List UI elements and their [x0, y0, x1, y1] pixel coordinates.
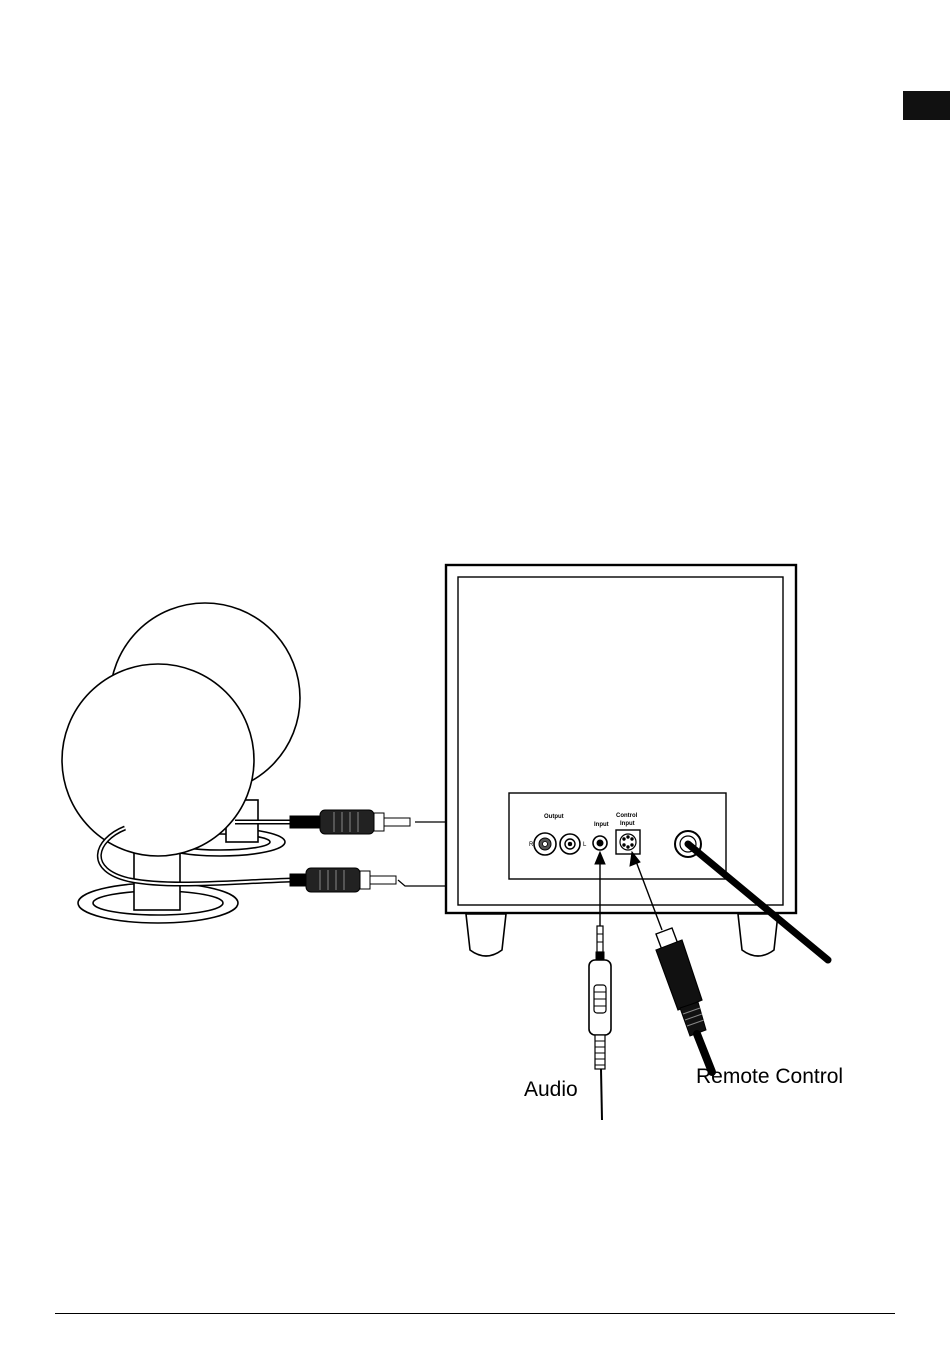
control-label-line1: Control: [616, 813, 638, 819]
front-speaker-sphere: [62, 664, 254, 856]
remote-control-label: Remote Control: [696, 1065, 843, 1088]
rca-plug-right: [290, 810, 410, 834]
subwoofer: [446, 565, 796, 956]
satellite-speakers: [62, 603, 300, 923]
control-label-line2: Input: [620, 821, 635, 827]
audio-label: Audio: [524, 1078, 578, 1101]
input-label: Input: [594, 822, 609, 828]
output-label: Output: [544, 814, 564, 820]
subwoofer-foot-left: [466, 914, 506, 956]
footer-rule: [55, 1313, 895, 1314]
rca-plug-left: [290, 868, 396, 892]
r-label: R: [529, 842, 534, 848]
subwoofer-foot-right: [738, 914, 778, 956]
